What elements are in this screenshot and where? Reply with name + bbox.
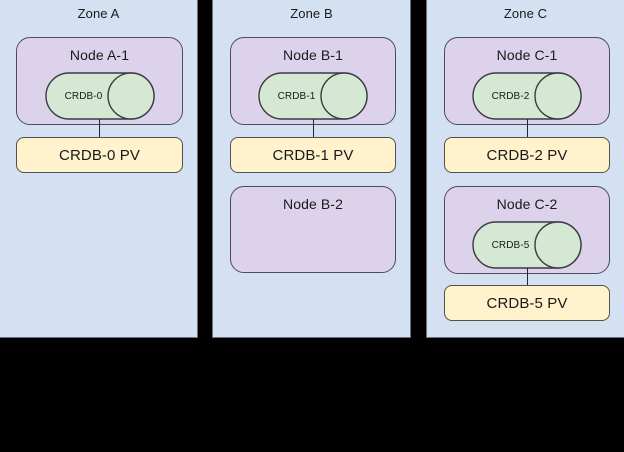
pv-label-crdb-5: CRDB-5 PV <box>486 294 568 312</box>
node-label-b-1: Node B-1 <box>283 47 343 63</box>
pv-box-crdb-2[interactable]: CRDB-2 PV <box>444 137 610 173</box>
connector-node-c-1-to-pv <box>527 119 528 138</box>
database-cylinder-crdb-5[interactable]: CRDB-5 <box>472 221 582 269</box>
pv-label-crdb-2: CRDB-2 PV <box>486 146 568 164</box>
node-label-b-2: Node B-2 <box>283 196 343 212</box>
zone-label-a: Zone A <box>77 6 120 21</box>
connector-node-b-1-to-pv <box>313 119 314 138</box>
pv-box-crdb-5[interactable]: CRDB-5 PV <box>444 285 610 321</box>
pv-label-crdb-0: CRDB-0 PV <box>59 146 140 164</box>
database-cylinder-crdb-0[interactable]: CRDB-0 <box>45 72 155 120</box>
pv-box-crdb-1[interactable]: CRDB-1 PV <box>230 137 396 173</box>
connector-node-a-1-to-pv <box>99 119 100 138</box>
pv-label-crdb-1: CRDB-1 PV <box>272 146 354 164</box>
connector-node-c-2-to-pv <box>527 268 528 286</box>
node-label-a-1: Node A-1 <box>69 47 130 63</box>
zone-label-c: Zone C <box>503 6 548 21</box>
zone-label-b: Zone B <box>290 6 333 21</box>
node-label-c-1: Node C-1 <box>496 47 558 63</box>
node-label-c-2: Node C-2 <box>496 196 558 212</box>
database-cylinder-crdb-1[interactable]: CRDB-1 <box>258 72 368 120</box>
node-box-b-2[interactable]: Node B-2 <box>230 186 396 273</box>
pv-box-crdb-0[interactable]: CRDB-0 PV <box>16 137 183 173</box>
database-cylinder-crdb-2[interactable]: CRDB-2 <box>472 72 582 120</box>
